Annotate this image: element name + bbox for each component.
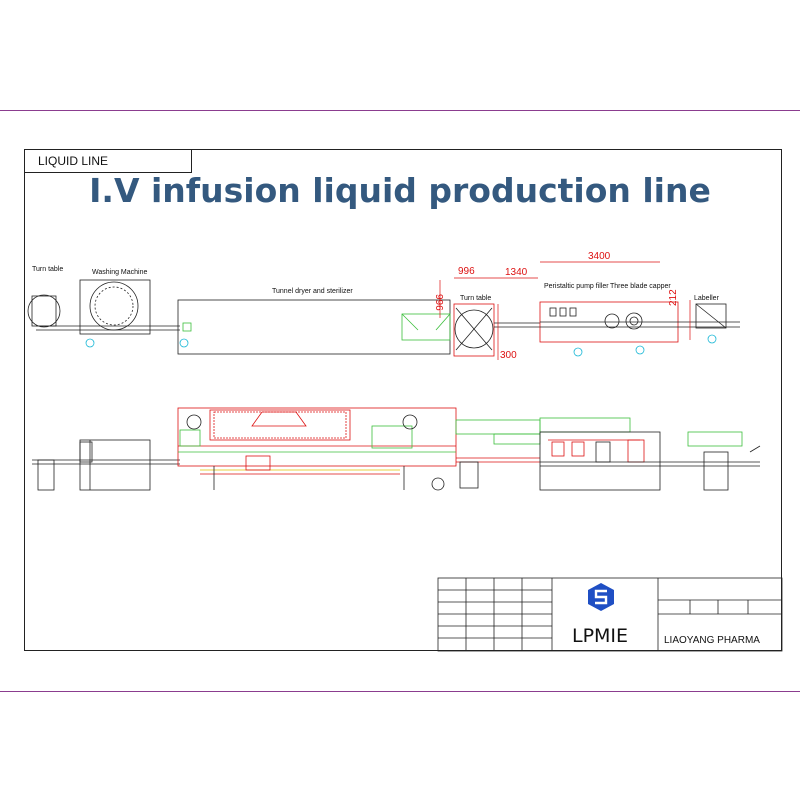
top-divider: [0, 110, 800, 111]
plan-view: [27, 279, 740, 357]
label-turn-table-left: Turn table: [32, 266, 63, 273]
elevation-view: [32, 407, 761, 491]
dim-300: 300: [500, 350, 517, 361]
label-washing-machine: Washing Machine: [92, 269, 147, 276]
dim-996-top: 996: [458, 266, 475, 277]
filler-elevation: [539, 431, 661, 491]
label-capper: Three blade capper: [610, 283, 671, 290]
title-block: [437, 577, 783, 652]
drawing-sheet-border: [24, 149, 782, 651]
turn-table-left-shape: [27, 294, 61, 328]
labeller-shape: [695, 303, 727, 329]
dim-1340: 1340: [505, 267, 528, 278]
label-tunnel: Tunnel dryer and sterilizer: [272, 288, 353, 295]
tunnel-shape: [177, 299, 451, 355]
label-labeller: Labeller: [694, 295, 720, 302]
dimension-lines: [439, 261, 691, 360]
washing-machine-shape: [79, 279, 151, 335]
label-turn-table-right: Turn table: [460, 295, 491, 302]
dim-3400: 3400: [588, 251, 611, 262]
label-filler: Peristaltic pump filler: [544, 283, 609, 290]
bottom-divider: [0, 691, 800, 692]
client-name: LIAOYANG PHARMA: [664, 635, 760, 646]
sheet-tag: LIQUID LINE: [24, 149, 192, 173]
lpmie-s-logo-icon: [588, 583, 614, 611]
page-title: I.V infusion liquid production line: [89, 171, 711, 210]
tunnel-elevation: [177, 407, 457, 467]
dim-996-side: 996: [433, 294, 444, 311]
company-name: LPMIE: [572, 625, 628, 647]
dim-212: 212: [668, 289, 679, 306]
turn-table-right-shape: [453, 303, 495, 357]
